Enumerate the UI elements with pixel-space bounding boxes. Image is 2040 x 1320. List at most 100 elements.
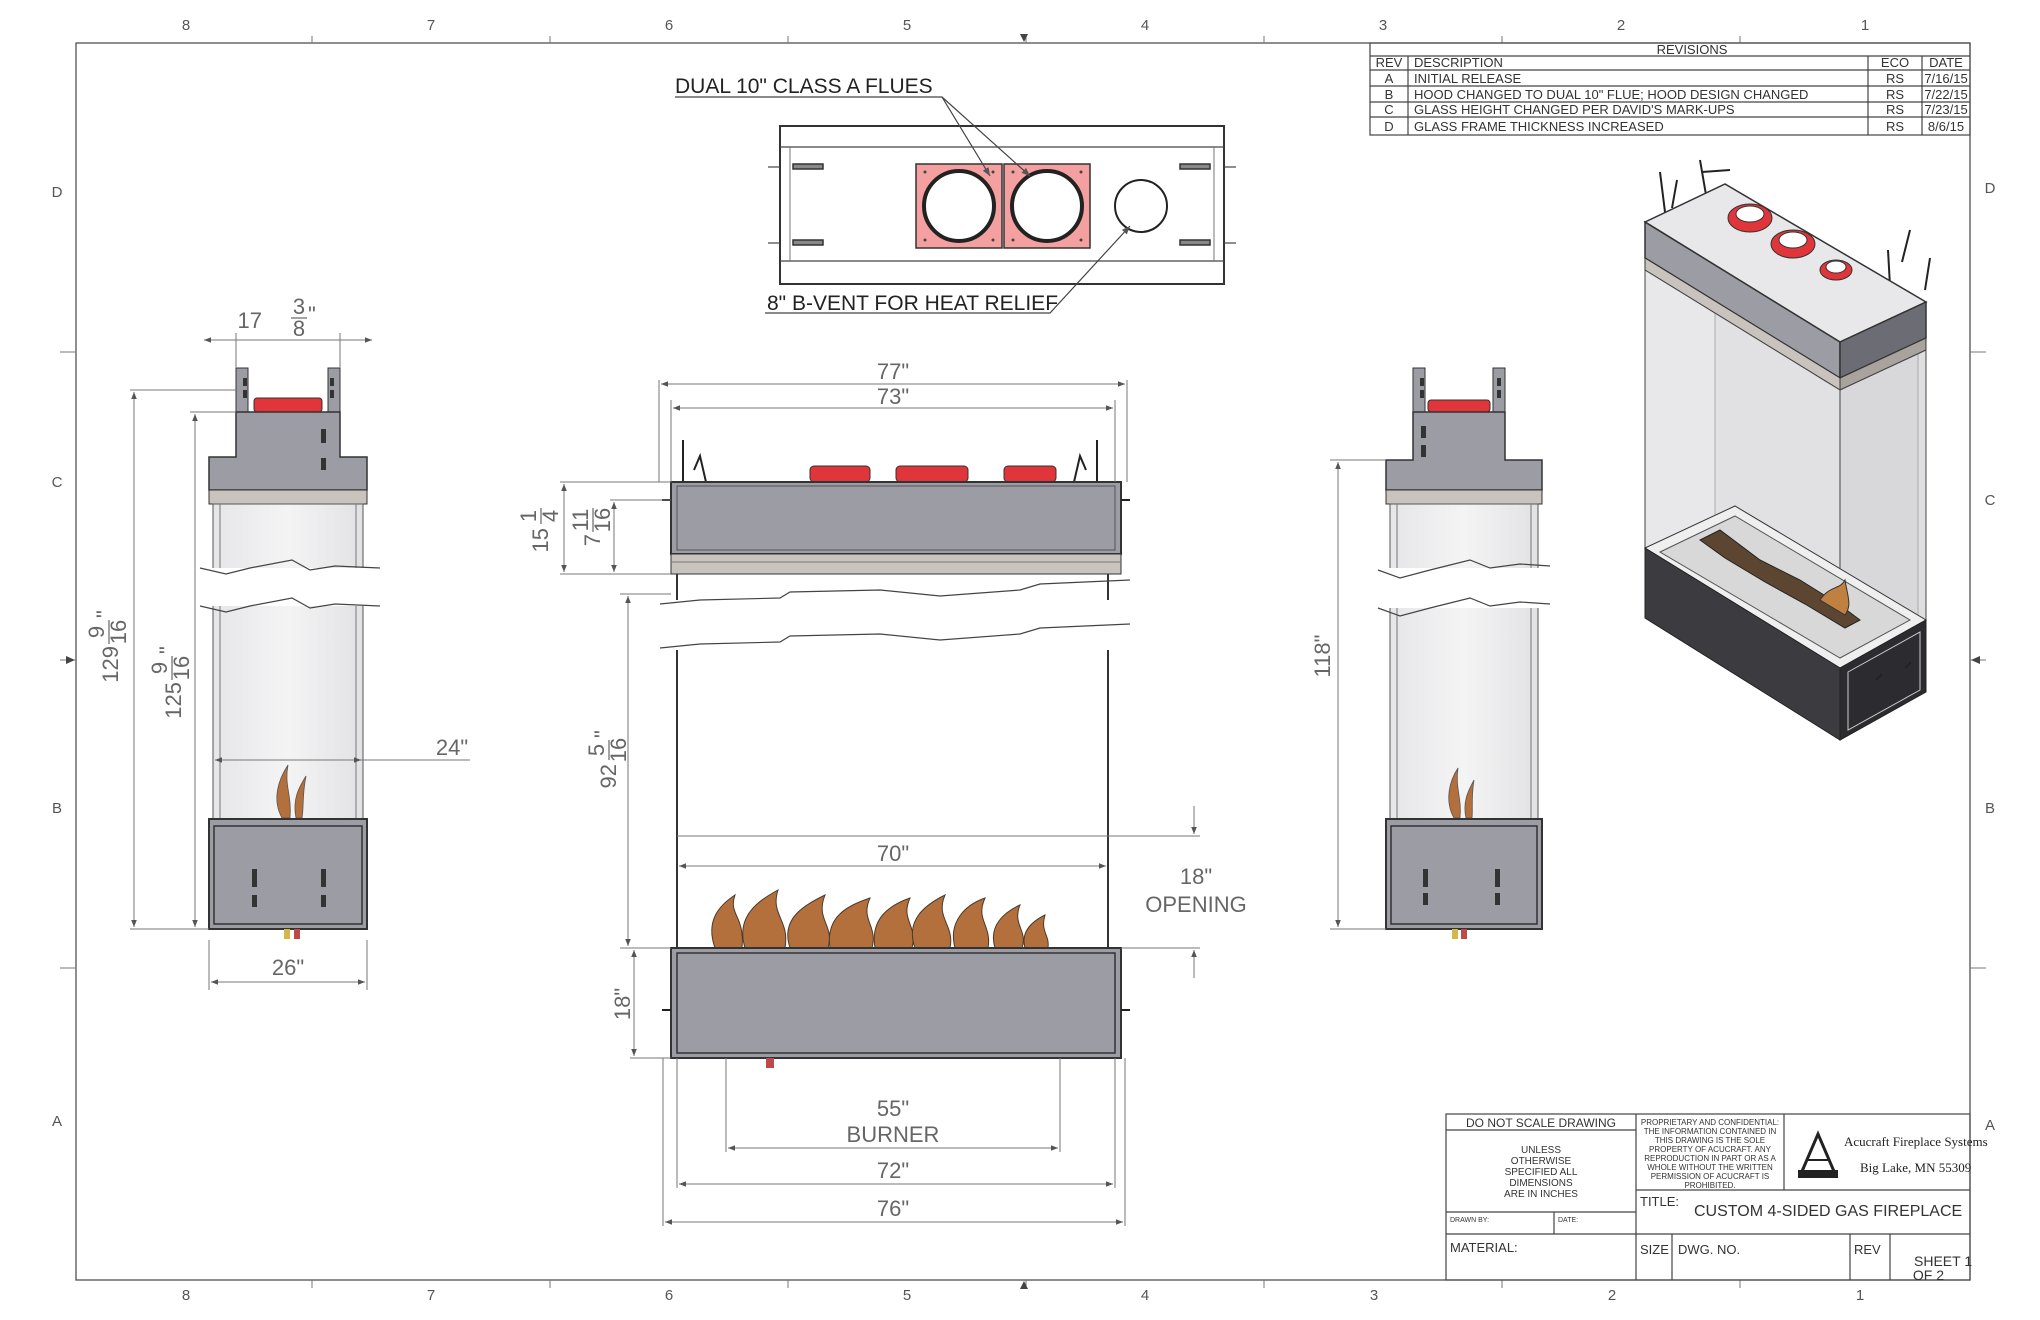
firebox-width-label: 70" — [877, 841, 909, 866]
side-depth-label: 24" — [436, 735, 468, 760]
glass-height-num: 5 — [584, 744, 609, 756]
burner-label: BURNER — [847, 1122, 940, 1147]
hood-height-den: 4 — [538, 510, 563, 522]
side-total-height-den: 16 — [106, 620, 131, 644]
date-cell: 7/23/15 — [1924, 102, 1967, 117]
front-hood-width-label: 73" — [877, 384, 909, 409]
front-flames — [711, 888, 1049, 949]
units-note-line: UNLESS — [1521, 1145, 1561, 1156]
side-top-width-den: 8 — [293, 316, 305, 341]
left-side-view: 17 3 8 " 129 9 16 " 125 9 16 " 24" 26" — [84, 294, 470, 990]
col-label: 4 — [1141, 17, 1149, 34]
row-label: B — [52, 800, 62, 817]
drawn-by-label: DRAWN BY: — [1450, 1217, 1489, 1224]
title-label: TITLE: — [1640, 1194, 1679, 1209]
col-label: 1 — [1856, 1287, 1864, 1304]
row-label: A — [52, 1113, 62, 1130]
col-label: 1 — [1861, 17, 1869, 34]
company-name: Acucraft Fireplace Systems — [1844, 1134, 1988, 1149]
row-label: C — [52, 474, 63, 491]
revisions-title: REVISIONS — [1657, 42, 1728, 57]
description-cell: GLASS HEIGHT CHANGED PER DAVID'S MARK-UP… — [1414, 102, 1735, 117]
eco-cell: RS — [1886, 119, 1904, 134]
date-cell: 7/16/15 — [1924, 71, 1967, 86]
do-not-scale: DO NOT SCALE DRAWING — [1466, 1116, 1616, 1130]
side-top-width-num: 3 — [293, 294, 305, 319]
svg-text:WHOLE WITHOUT THE WRITTEN: WHOLE WITHOUT THE WRITTEN — [1647, 1163, 1773, 1172]
rev-cell: C — [1384, 102, 1393, 117]
row-label: D — [1985, 180, 1996, 197]
dwg-no-label: DWG. NO. — [1678, 1242, 1740, 1257]
svg-text:THE INFORMATION CONTAINED IN: THE INFORMATION CONTAINED IN — [1644, 1127, 1777, 1136]
glass-height-den: 16 — [606, 738, 631, 762]
bvent-callout: 8" B-VENT FOR HEAT RELIEF — [767, 292, 1058, 315]
col-label: 2 — [1608, 1287, 1616, 1304]
side-total-height-whole: 129 — [98, 646, 123, 683]
col-label: 7 — [427, 1287, 435, 1304]
col-label: 3 — [1379, 17, 1387, 34]
col-label: 8 — [182, 17, 190, 34]
eco-cell: RS — [1886, 71, 1904, 86]
hood-inner-height-whole: 7 — [580, 534, 605, 546]
opening-label: OPENING — [1145, 892, 1246, 917]
company-location: Big Lake, MN 55309 — [1860, 1160, 1971, 1175]
rev-cell: B — [1385, 87, 1394, 102]
hood-height-whole: 15 — [528, 528, 553, 552]
row-label: B — [1985, 800, 1995, 817]
eco-header: ECO — [1881, 55, 1909, 70]
rev-cell: D — [1384, 119, 1393, 134]
flues-callout: DUAL 10" CLASS A FLUES — [675, 75, 933, 98]
side-base-width-label: 26" — [272, 955, 304, 980]
eco-cell: RS — [1886, 102, 1904, 117]
iso-flues — [1727, 203, 1853, 281]
hood-inner-height-num: 11 — [568, 509, 593, 532]
units-note-line: DIMENSIONS — [1509, 1178, 1573, 1189]
border-column-labels: 8 7 6 5 4 3 2 1 8 7 6 5 4 3 2 1 — [182, 17, 1869, 1304]
burner-width-label: 55" — [877, 1096, 909, 1121]
col-label: 5 — [903, 17, 911, 34]
col-label: 2 — [1617, 17, 1625, 34]
rev-cell: A — [1385, 71, 1394, 86]
svg-text:PROPERTY OF ACUCRAFT. ANY: PROPERTY OF ACUCRAFT. ANY — [1649, 1145, 1772, 1154]
rev-header: REV — [1376, 55, 1403, 70]
col-label: 6 — [665, 17, 673, 34]
glass-height-whole: 92 — [596, 764, 621, 788]
side-top-width-unit: " — [308, 302, 316, 327]
acucraft-logo — [1797, 1130, 1839, 1178]
description-cell: GLASS FRAME THICKNESS INCREASED — [1414, 119, 1664, 134]
date-cell: 7/22/15 — [1924, 87, 1967, 102]
front-view: 77" 73" 15 1 4 7 11 16 92 5 16 " — [516, 359, 1247, 1226]
revisions-table: REVISIONS REV DESCRIPTION ECO DATE A INI… — [1369, 42, 1971, 136]
sheet-label: SHEET 1 — [1914, 1253, 1972, 1269]
flue-right — [1010, 169, 1084, 243]
size-label: SIZE — [1640, 1242, 1669, 1257]
right-side-height-label: 118" — [1310, 635, 1335, 678]
side-glass-height-unit: " — [155, 646, 180, 654]
col-label: 7 — [427, 17, 435, 34]
side-glass-height-whole: 125 — [161, 682, 186, 719]
front-outer-width-label: 77" — [877, 359, 909, 384]
col-label: 5 — [903, 1287, 911, 1304]
side-total-height-unit: " — [92, 610, 117, 618]
base-inner-width-label: 72" — [877, 1158, 909, 1183]
proprietary-notice: PROPRIETARY AND CONFIDENTIAL: THE INFORM… — [1641, 1118, 1779, 1190]
svg-text:PROHIBITED.: PROHIBITED. — [1684, 1181, 1735, 1190]
row-label: D — [52, 184, 63, 201]
base-outer-width-label: 76" — [877, 1196, 909, 1221]
border-row-labels: D C B A D C B A — [52, 180, 1996, 1134]
base-height-label: 18" — [610, 988, 635, 1020]
svg-text:PERMISSION OF ACUCRAFT IS: PERMISSION OF ACUCRAFT IS — [1651, 1172, 1770, 1181]
top-view: DUAL 10" CLASS A FLUES 8" B-VENT FOR HEA… — [675, 75, 1236, 315]
drawing-title: CUSTOM 4-SIDED GAS FIREPLACE — [1694, 1203, 1962, 1220]
rev-label: REV — [1854, 1242, 1881, 1257]
col-label: 8 — [182, 1287, 190, 1304]
row-label: C — [1985, 492, 1996, 509]
isometric-view — [1643, 159, 1931, 741]
side-glass-height-num: 9 — [147, 662, 172, 674]
description-cell: HOOD CHANGED TO DUAL 10" FLUE; HOOD DESI… — [1414, 87, 1808, 102]
sheet-border — [60, 34, 1986, 1289]
date-cell: 8/6/15 — [1928, 119, 1964, 134]
units-note-line: ARE IN INCHES — [1504, 1189, 1578, 1200]
material-label: MATERIAL: — [1450, 1240, 1518, 1255]
